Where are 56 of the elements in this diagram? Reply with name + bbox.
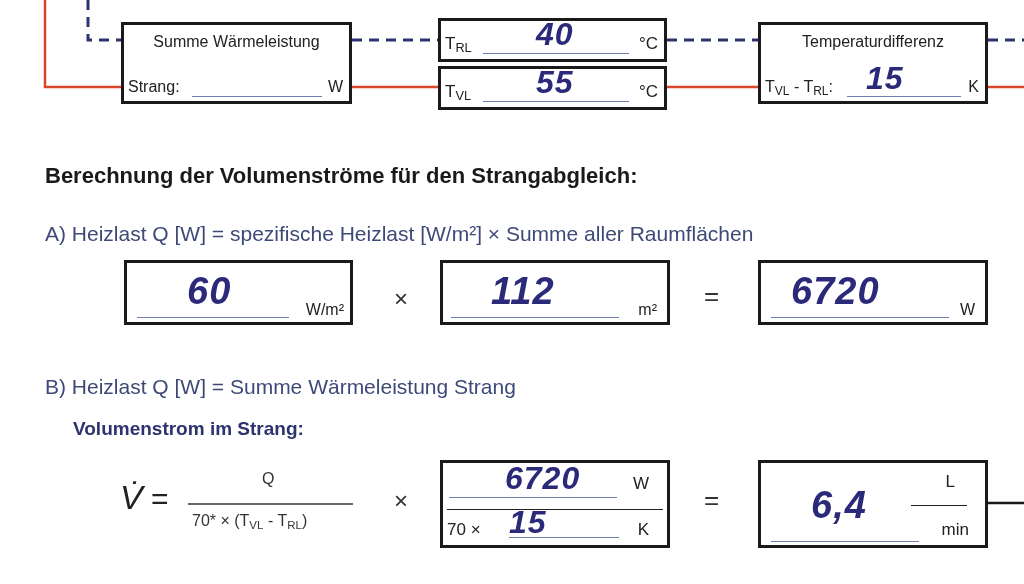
formula-text: B) Heizlast Q [W] = Summe Wärmeleistung Strang xyxy=(45,375,516,400)
numerator: Q xyxy=(262,470,275,489)
subheading: Volumenstrom im Strang: xyxy=(73,418,304,440)
unit-label: K xyxy=(637,521,649,540)
flow-rate-symbol: V̇ xyxy=(120,478,143,518)
handwritten-value: 15 xyxy=(509,505,547,541)
connector-line xyxy=(43,0,121,89)
equals-sign: = xyxy=(704,486,720,516)
value-box xyxy=(440,260,670,325)
unit-label: W xyxy=(959,301,975,319)
value-box xyxy=(758,22,988,104)
connector-line xyxy=(667,85,758,89)
equals-sign: = xyxy=(151,482,169,517)
value-box xyxy=(758,460,988,548)
unit-label: m² xyxy=(638,301,657,319)
unit-label: W xyxy=(632,475,649,494)
value-box xyxy=(438,18,667,62)
formula-text: A) Heizlast Q [W] = spezifische Heizlast [W/m²] × Summe aller Raumflächen xyxy=(45,222,754,247)
value-box xyxy=(124,260,353,325)
value-box xyxy=(440,460,670,548)
handwritten-value: 6720 xyxy=(791,271,880,313)
section-heading: Berechnung der Volumenströme für den Strangabgleich: xyxy=(45,163,638,189)
field-label: T$_{VL}$ xyxy=(445,83,471,104)
multiply-sign: × xyxy=(394,487,408,515)
handwritten-value: 112 xyxy=(491,271,555,313)
field-label: Strang: xyxy=(128,78,180,96)
handwritten-value: 15 xyxy=(866,61,904,97)
unit-label: W xyxy=(327,78,343,96)
unit-label: L xyxy=(945,473,955,492)
value-box xyxy=(758,260,988,325)
dashed-connector xyxy=(667,38,758,42)
connector-line xyxy=(352,85,438,89)
box-heading: Summe Wärmeleistung xyxy=(152,33,321,51)
field-label: T$_{RL}$ xyxy=(445,35,472,56)
connector-line xyxy=(988,85,1024,89)
handwritten-value: 40 xyxy=(536,17,574,53)
factor-label: 70 × xyxy=(447,521,481,540)
connector-line xyxy=(988,501,1024,505)
handwritten-value: 60 xyxy=(187,271,232,313)
field-label: T$_{VL}$ - T$_{RL}$: xyxy=(765,78,833,99)
unit-label: min xyxy=(941,521,969,540)
value-box xyxy=(121,22,352,104)
handwritten-value: 6720 xyxy=(505,461,581,497)
multiply-sign: × xyxy=(394,285,408,313)
handwritten-value: 6,4 xyxy=(811,485,867,527)
unit-label: °C xyxy=(638,35,658,54)
value-box xyxy=(438,66,667,110)
unit-label: K xyxy=(968,78,979,96)
dashed-connector xyxy=(86,0,121,42)
denominator: 70* × (T$_{VL}$ - T$_{RL}$) xyxy=(192,512,308,533)
box-heading: Temperaturdifferenz xyxy=(801,33,945,51)
equals-sign: = xyxy=(704,282,720,312)
unit-label: °C xyxy=(638,83,658,102)
unit-label: W/m² xyxy=(305,301,344,319)
dashed-connector xyxy=(988,38,1024,42)
handwritten-value: 55 xyxy=(536,65,574,101)
